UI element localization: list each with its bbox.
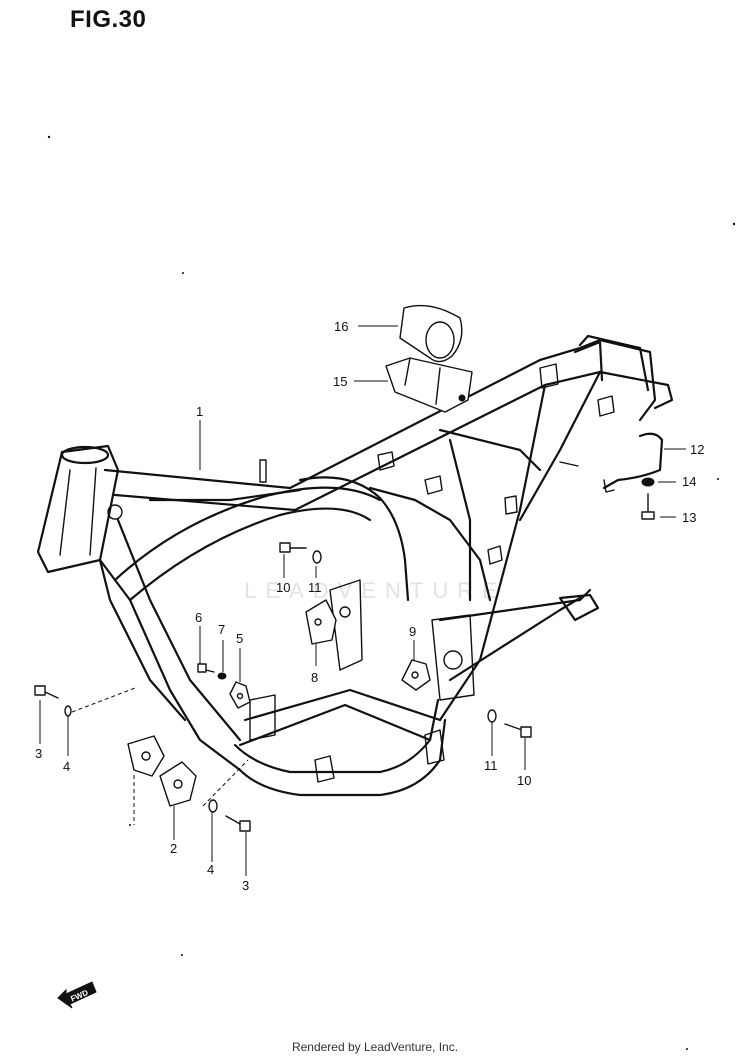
callout-11: 11: [484, 758, 498, 773]
part-6-bolt: [197, 663, 215, 673]
fwd-arrow-icon: FWD: [57, 981, 97, 1009]
part-3-left-bolt: [34, 685, 59, 699]
part-10-lower-bolt: [504, 723, 532, 738]
leader-lines: [39, 325, 686, 876]
fwd-label: FWD: [69, 988, 90, 1004]
callout-5: 5: [236, 631, 243, 646]
callout-4: 4: [63, 759, 70, 774]
part-15-box: [385, 357, 473, 413]
callout-14: 14: [682, 474, 696, 489]
callout-11: 11: [308, 580, 322, 595]
callout-1: 1: [196, 404, 203, 419]
part-11-lower-washer: [487, 709, 497, 723]
part-8-plate: [305, 599, 337, 645]
callout-15: 15: [333, 374, 347, 389]
part-10-upper-bolt: [279, 542, 307, 553]
part-12-bracket: [602, 432, 664, 493]
part-16-pad: [399, 304, 463, 363]
part-9-plate: [401, 659, 431, 691]
callout-2: 2: [170, 841, 177, 856]
callout-7: 7: [218, 622, 225, 637]
part-3-bottom-bolt: [225, 815, 251, 832]
callout-4: 4: [207, 862, 214, 877]
watermark-text: LEADVENTURE: [244, 578, 506, 603]
part-4-bottom-nut: [208, 799, 218, 813]
callouts: 1 2 3 3 4 4 5 6 7 8 9 10 10 11 11 12 13 …: [35, 319, 704, 893]
callout-16: 16: [334, 319, 348, 334]
callout-3: 3: [35, 746, 42, 761]
figure-title: FIG.30: [70, 6, 147, 33]
part-7-nut: [217, 672, 227, 680]
callout-10: 10: [517, 773, 531, 788]
main-frame: [36, 334, 674, 797]
part-14-nut: [641, 477, 655, 487]
scan-specks: [47, 135, 736, 1050]
callout-6: 6: [195, 610, 202, 625]
part-2-plates: [127, 735, 197, 807]
callout-3: 3: [242, 878, 249, 893]
part-11-upper-washer: [312, 550, 322, 564]
callout-9: 9: [409, 624, 416, 639]
callout-8: 8: [311, 670, 318, 685]
callout-12: 12: [690, 442, 704, 457]
part-5-plate: [229, 681, 251, 709]
footer-credit: Rendered by LeadVenture, Inc.: [291, 1040, 459, 1054]
callout-10: 10: [276, 580, 290, 595]
part-4-left-nut: [64, 705, 72, 717]
part-13-bolt: [641, 493, 655, 520]
callout-13: 13: [682, 510, 696, 525]
